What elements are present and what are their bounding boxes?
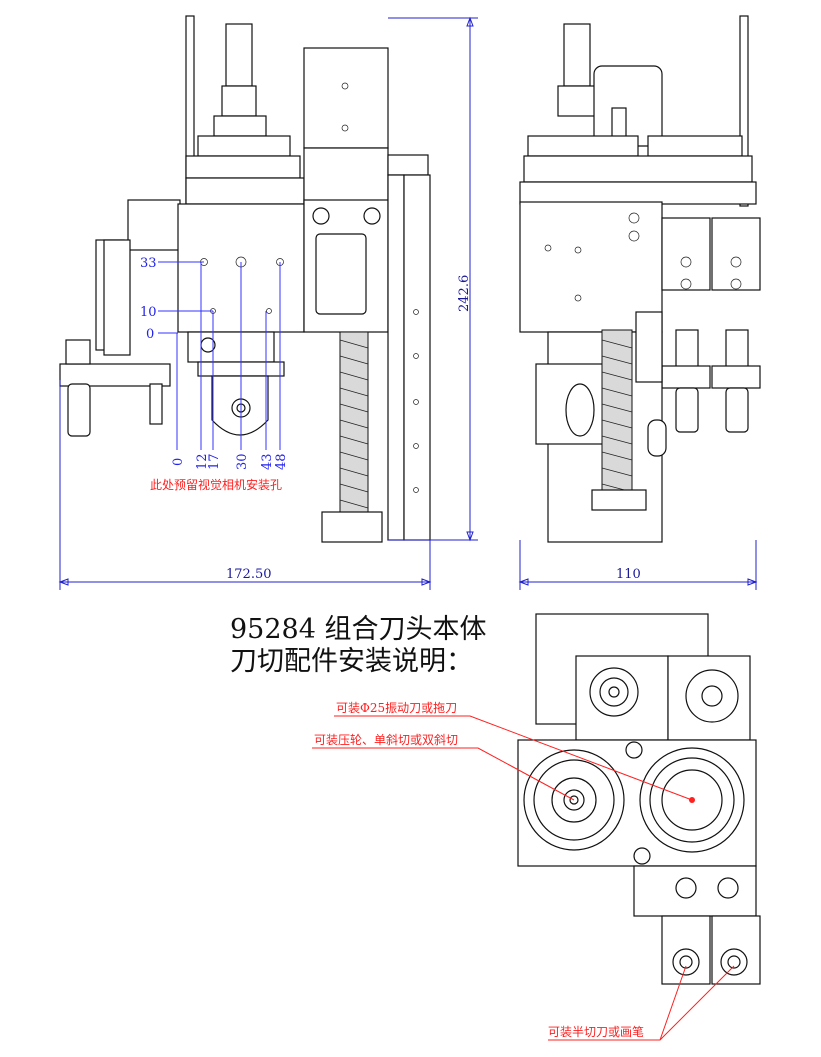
title-line-2: 刀切配件安装说明： [230, 646, 473, 677]
hole-label-v-10: 10 [140, 305, 157, 320]
height-dimension: 242.6 [457, 275, 472, 312]
dimension-lines-right [518, 540, 758, 590]
hole-label-h-30: 30 [235, 453, 250, 470]
bottom-view [517, 613, 761, 985]
hole-label-h-48: 48 [274, 453, 289, 470]
width-dimension-left: 172.50 [226, 567, 272, 582]
width-dimension-right: 110 [616, 567, 641, 582]
leader-lines [312, 715, 735, 1041]
title-line-1: 95284 组合刀头本体 [230, 614, 486, 645]
hole-label-h-17: 17 [207, 453, 222, 470]
side-view [59, 15, 431, 543]
hole-label-v-33: 33 [140, 256, 157, 271]
lead-screw-front [601, 329, 633, 511]
half-cut-note: 可装半切刀或画笔 [548, 1024, 644, 1039]
hole-label-v-0: 0 [146, 327, 154, 342]
lead-screw [339, 331, 369, 515]
hole-label-h-12: 12 [195, 453, 210, 470]
vibration-knife-note: 可装Φ25振动刀或拖刀 [336, 701, 457, 715]
camera-hole-note: 此处预留视觉相机安装孔 [150, 477, 282, 492]
hole-label-h-0: 0 [171, 458, 186, 466]
hole-grid [158, 256, 284, 450]
pressure-wheel-note: 可装压轮、单斜切或双斜切 [314, 733, 458, 747]
front-view [519, 15, 761, 543]
dimension-lines-left [58, 16, 478, 590]
hole-label-h-43: 43 [260, 453, 275, 470]
